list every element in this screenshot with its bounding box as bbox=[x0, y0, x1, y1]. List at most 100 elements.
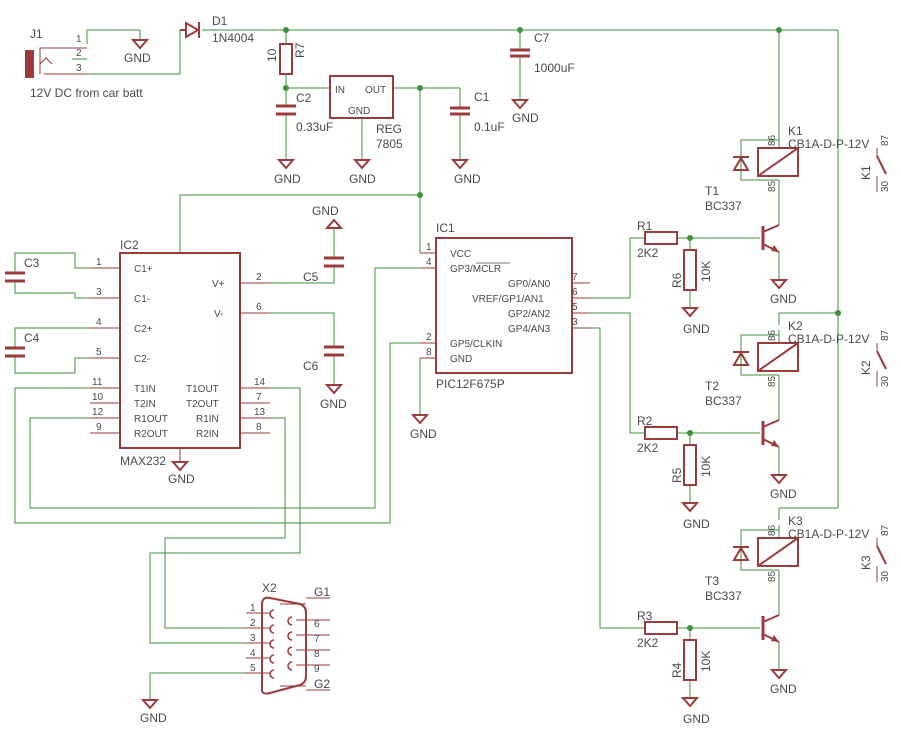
relay-pin-85: 85 bbox=[767, 180, 778, 192]
x2-name: X2 bbox=[262, 581, 277, 595]
gnd-c6: GND bbox=[320, 384, 347, 411]
r7-name: R7 bbox=[293, 42, 307, 58]
pulldown-resistor-value: 10K bbox=[699, 651, 713, 672]
gnd-c5: GND bbox=[312, 204, 344, 229]
ic1-pin-label: GND bbox=[450, 354, 472, 365]
relay-pin-86: 86 bbox=[767, 329, 778, 341]
ic1-pin-num: 8 bbox=[426, 347, 432, 358]
junctions bbox=[283, 27, 841, 631]
relay-model: CB1A-D-P-12V bbox=[788, 332, 869, 346]
relay-pin-30: 30 bbox=[880, 570, 891, 582]
d1-value: 1N4004 bbox=[212, 31, 254, 45]
ic1-pin-num: 4 bbox=[426, 257, 432, 268]
pulldown-resistor bbox=[683, 444, 697, 486]
x2-pin: 7 bbox=[314, 634, 320, 645]
ic2-pin-num: 14 bbox=[254, 377, 266, 388]
base-resistor-name: R1 bbox=[637, 219, 653, 233]
c1-name: C1 bbox=[474, 90, 490, 104]
x2-pin: 3 bbox=[250, 633, 256, 644]
c6-capacitor: C6 bbox=[303, 345, 344, 373]
ic1-pin-label: VREF/GP1/AN1 bbox=[472, 294, 544, 305]
ic2-pin-label: C2+ bbox=[134, 324, 153, 335]
contact-name: K3 bbox=[859, 555, 873, 570]
relay-contact bbox=[876, 545, 887, 565]
r7-resistor: R7 10 bbox=[265, 42, 307, 75]
transistor-value: BC337 bbox=[705, 589, 742, 603]
ic2-pin-label: R2OUT bbox=[134, 429, 168, 440]
base-resistor-name: R3 bbox=[637, 609, 653, 623]
ic2-name: IC2 bbox=[120, 238, 139, 252]
gnd-label: GND bbox=[312, 204, 339, 218]
ic2-pin-label: R2IN bbox=[196, 429, 219, 440]
j1-pin-3: 3 bbox=[76, 63, 82, 74]
pulldown-resistor-name: R4 bbox=[670, 662, 684, 678]
c6-name: C6 bbox=[303, 359, 319, 373]
base-resistor bbox=[644, 426, 678, 440]
ic2-pin-label: C2- bbox=[134, 354, 150, 365]
pulldown-resistor-name: R6 bbox=[670, 272, 684, 288]
ic2-pin-num: 6 bbox=[256, 302, 262, 313]
relay-pin-30: 30 bbox=[880, 375, 891, 387]
c7-name: C7 bbox=[534, 31, 550, 45]
reg-value: 7805 bbox=[376, 137, 403, 151]
ic2-pin-label: C1+ bbox=[134, 264, 153, 275]
pulldown-resistor-value: 10K bbox=[699, 261, 713, 282]
relay-pin-87: 87 bbox=[880, 134, 891, 146]
ic2-max232: IC2 MAX232 1 C1+ 3 C1- 4 C2+ 5 C2- 11 T1… bbox=[90, 238, 270, 468]
relay-pin-30: 30 bbox=[880, 180, 891, 192]
reg-name: REG bbox=[376, 122, 402, 136]
gnd-label: GND bbox=[124, 51, 151, 65]
relay-name: K2 bbox=[788, 319, 803, 333]
flyback-diode bbox=[732, 546, 750, 561]
ic1-pin-num: 3 bbox=[572, 317, 578, 328]
j1-pin-2: 2 bbox=[76, 48, 82, 59]
ic2-pin-num: 10 bbox=[92, 392, 104, 403]
gnd-symbol bbox=[769, 474, 789, 485]
j1-name: J1 bbox=[30, 27, 43, 41]
c2-capacitor: C2 0.33uF bbox=[276, 91, 333, 134]
ic2-pin-num: 12 bbox=[92, 407, 104, 418]
base-resistor-value: 2K2 bbox=[637, 441, 659, 455]
c3-capacitor: C3 bbox=[5, 256, 40, 283]
x2-g2: G2 bbox=[314, 677, 330, 691]
x2-pin: 8 bbox=[314, 649, 320, 660]
contact-name: K2 bbox=[859, 360, 873, 375]
ic2-pin-label: V+ bbox=[212, 279, 225, 290]
transistor-name: T3 bbox=[705, 574, 719, 588]
gnd-label: GND bbox=[683, 322, 710, 336]
gnd-label: GND bbox=[320, 397, 347, 411]
ic1-pin-num: 5 bbox=[572, 302, 578, 313]
c1-capacitor: C1 0.1uF bbox=[450, 90, 505, 134]
gnd-symbol bbox=[680, 697, 700, 708]
gnd-label: GND bbox=[410, 427, 437, 441]
ic1-pin-label: GP2/AN2 bbox=[508, 309, 551, 320]
ic2-pin-label: C1- bbox=[134, 294, 150, 305]
relay-pin-85: 85 bbox=[767, 375, 778, 387]
ic2-pin-num: 1 bbox=[96, 257, 102, 268]
regulator: IN OUT GND REG 7805 bbox=[329, 75, 403, 151]
gnd-c7: GND bbox=[510, 99, 539, 125]
ic1-pin-label: GP4/AN3 bbox=[508, 324, 551, 335]
relay-pin-85: 85 bbox=[767, 570, 778, 582]
pulldown-resistor bbox=[683, 639, 697, 681]
c4-capacitor: C4 bbox=[5, 331, 40, 358]
x2-pin: 5 bbox=[250, 663, 256, 674]
ic1-pin-label: GP0/AN0 bbox=[508, 279, 551, 290]
x2-pin: 4 bbox=[250, 648, 256, 659]
ic2-pin-num: 8 bbox=[256, 422, 262, 433]
gnd-x2: GND bbox=[140, 699, 167, 725]
relay-pin-86: 86 bbox=[767, 134, 778, 146]
gnd-symbols: GND GND GND GND GND GND GND GND bbox=[124, 30, 539, 725]
wires bbox=[14, 29, 839, 700]
ic2-pin-label: R1IN bbox=[196, 414, 219, 425]
x2-g1: G1 bbox=[314, 585, 330, 599]
j1-pin-1: 1 bbox=[76, 34, 82, 45]
relay-model: CB1A-D-P-12V bbox=[788, 527, 869, 541]
ic2-pin-label: T1OUT bbox=[186, 384, 219, 395]
ic2-pin-num: 7 bbox=[256, 392, 262, 403]
c7-capacitor: C7 1000uF bbox=[510, 31, 575, 75]
